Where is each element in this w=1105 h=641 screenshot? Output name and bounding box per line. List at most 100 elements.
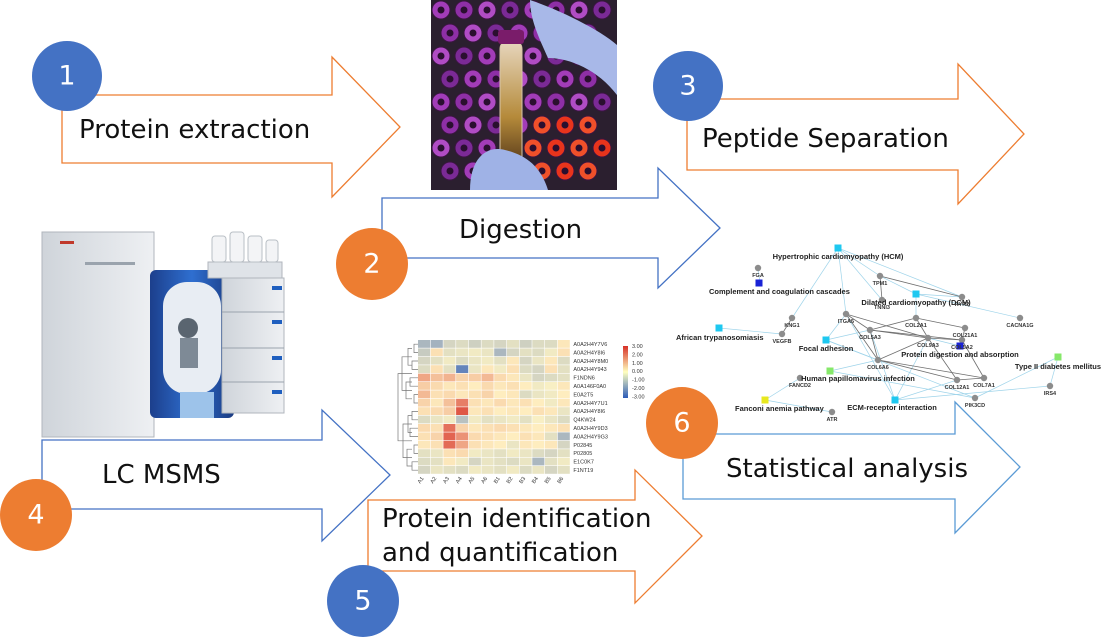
heatmap-cell <box>519 466 532 474</box>
heatmap-cell <box>418 432 431 441</box>
heatmap-cell <box>519 390 532 399</box>
network-edge <box>869 329 963 341</box>
network-edge <box>791 247 839 319</box>
tube-cap-hole <box>529 144 537 152</box>
gene-label: FGA <box>752 273 764 279</box>
heatmap-cell <box>506 432 519 441</box>
heatmap-cell <box>456 390 469 399</box>
heatmap-cell <box>532 365 545 373</box>
gene-label: COL2A1 <box>905 323 927 329</box>
heatmap-cell <box>430 415 443 424</box>
tube-cap-hole <box>538 121 546 129</box>
heatmap-cell <box>519 373 532 382</box>
gene-label: COL6A6 <box>867 365 889 371</box>
heatmap-cell <box>468 415 481 424</box>
heatmap-cell <box>456 415 469 424</box>
step1-label: Protein extraction <box>79 115 310 145</box>
heatmap-cell <box>430 407 443 415</box>
pathway-node <box>826 367 834 375</box>
heatmap-cell <box>557 457 570 466</box>
tube-cap-hole <box>492 75 500 83</box>
heatmap-cell <box>557 382 570 390</box>
heatmap-cell <box>456 398 469 407</box>
heatmap-cell <box>557 407 570 415</box>
pathway-node <box>891 396 899 404</box>
tube-cap-hole <box>460 98 468 106</box>
heatmap-cell <box>456 466 469 474</box>
heatmap-cell <box>443 424 456 432</box>
network-edge <box>845 313 896 401</box>
heatmap-cell <box>418 407 431 415</box>
step6-label: Statistical analysis <box>726 454 968 484</box>
heatmap-legend-tick: 1.00 <box>632 361 643 367</box>
network-edge <box>879 275 917 295</box>
heatmap-cell <box>545 398 558 407</box>
heatmap-cell <box>481 466 494 474</box>
heatmap-cell <box>506 407 519 415</box>
heatmap-cell <box>506 348 519 357</box>
heatmap-cell <box>519 382 532 390</box>
gene-label: PIK3CD <box>965 403 985 409</box>
gloved-hand-bottom <box>470 149 548 190</box>
heatmap-col-label: B2 <box>506 476 515 485</box>
heatmap-cell <box>557 440 570 449</box>
tube-cap-hole <box>552 144 560 152</box>
tube-cap-hole <box>598 6 606 14</box>
network-edge <box>961 339 985 379</box>
heatmap-cell <box>430 390 443 399</box>
network-edge <box>837 247 847 315</box>
heatmap-cell <box>443 382 456 390</box>
pathway-node <box>715 324 723 332</box>
heatmap-col-label: A5 <box>468 476 477 485</box>
heatmap-cell <box>519 424 532 432</box>
heatmap-cell <box>557 356 570 365</box>
gene-node <box>866 326 874 334</box>
dendrogram-branch <box>411 411 418 421</box>
heatmap-cell <box>430 398 443 407</box>
gloved-hand-top <box>530 0 617 95</box>
heatmap-cell <box>418 382 431 390</box>
tube-cap-hole <box>469 121 477 129</box>
pathway-label: ECM-receptor interaction <box>847 403 937 412</box>
heatmap-cell <box>443 398 456 407</box>
step2-label: Digestion <box>459 215 582 245</box>
heatmap-cell <box>456 348 469 357</box>
gene-label: KNG1 <box>784 323 799 329</box>
pathway-label: Protein digestion and absorption <box>901 350 1019 359</box>
network-edge <box>1049 356 1059 387</box>
heatmap-row-label: A0A2H4Y9D3 <box>573 426 607 432</box>
heatmap-row-label: P02845 <box>573 443 592 449</box>
heatmap-cell <box>532 432 545 441</box>
heatmap-cell <box>519 440 532 449</box>
tube-cap-hole <box>446 167 454 175</box>
heatmap-cell <box>468 457 481 466</box>
gene-label: CACNA1G <box>1006 323 1033 329</box>
heatmap-row-label: F1NDN6 <box>573 376 594 382</box>
heatmap-col-label: B4 <box>531 476 540 485</box>
heatmap-cell <box>532 348 545 357</box>
heatmap-cell <box>418 356 431 365</box>
heatmap-cell <box>443 415 456 424</box>
heatmap-cell <box>481 390 494 399</box>
gene-node <box>958 336 966 344</box>
dendrogram-branch <box>413 394 418 404</box>
heatmap-cell <box>481 424 494 432</box>
heatmap-cell <box>468 382 481 390</box>
pathway-node <box>761 396 769 404</box>
step5-number-circle: 5 <box>327 565 399 637</box>
heatmap-col-label: A2 <box>430 476 439 485</box>
heatmap-cell <box>468 348 481 357</box>
heatmap-cell <box>506 424 519 432</box>
heatmap-cell <box>443 356 456 365</box>
heatmap-cell <box>430 424 443 432</box>
lc-msms-instrument <box>41 231 285 438</box>
heatmap-col-label: A3 <box>442 476 451 485</box>
gene-node <box>796 374 804 382</box>
heatmap-cell <box>481 348 494 357</box>
heatmap-cell <box>481 398 494 407</box>
pathway-node <box>822 336 830 344</box>
heatmap-cell <box>532 373 545 382</box>
network-edge <box>956 377 985 381</box>
tube-cap-hole <box>492 121 500 129</box>
gene-node <box>876 272 884 280</box>
